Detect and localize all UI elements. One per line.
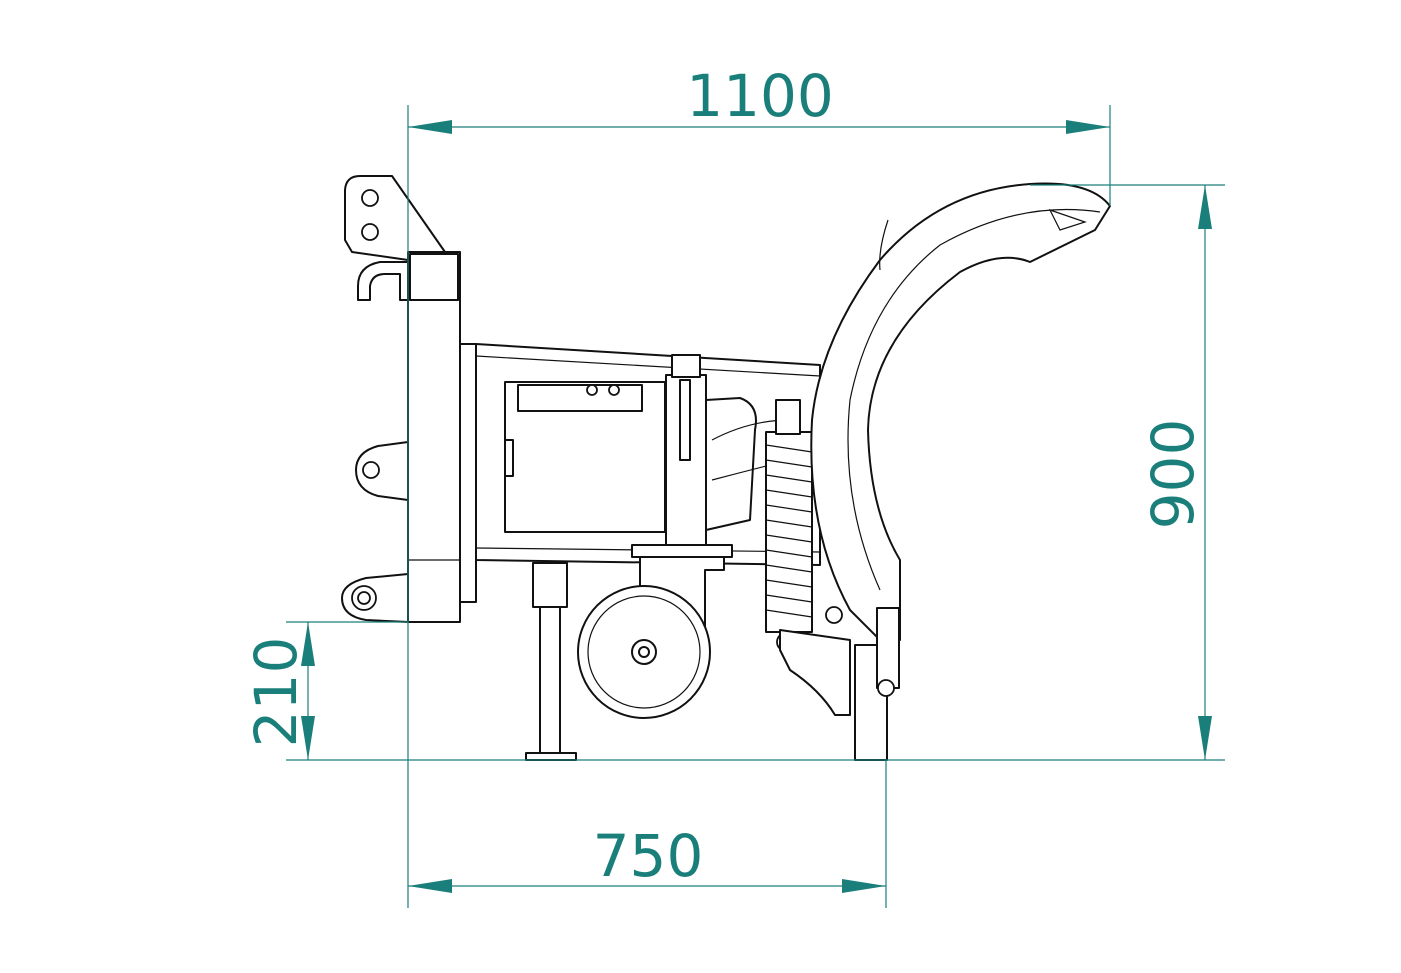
moldboard-blade xyxy=(810,182,1111,641)
hitch-hole-middle xyxy=(361,223,379,241)
hitch-hook xyxy=(357,261,409,301)
main-post-cap xyxy=(409,253,459,301)
swing-arm xyxy=(705,397,757,531)
middle-hitch-ear xyxy=(355,441,409,501)
dimension-label-750: 750 xyxy=(593,822,704,890)
main-post xyxy=(407,251,461,623)
dimension-label-900: 900 xyxy=(1139,419,1207,530)
hitch-hole-top xyxy=(361,189,379,207)
mount-plate xyxy=(459,343,477,603)
parking-stand xyxy=(532,562,568,608)
suspension-spring xyxy=(765,399,813,652)
upper-hitch-plate xyxy=(344,175,446,261)
dimension-label-210: 210 xyxy=(242,637,310,748)
dimension-lines xyxy=(286,105,1225,908)
blade-mount-bracket xyxy=(779,629,851,716)
dimension-label-1100: 1100 xyxy=(686,62,834,130)
plow-machine-outline xyxy=(341,175,1111,761)
